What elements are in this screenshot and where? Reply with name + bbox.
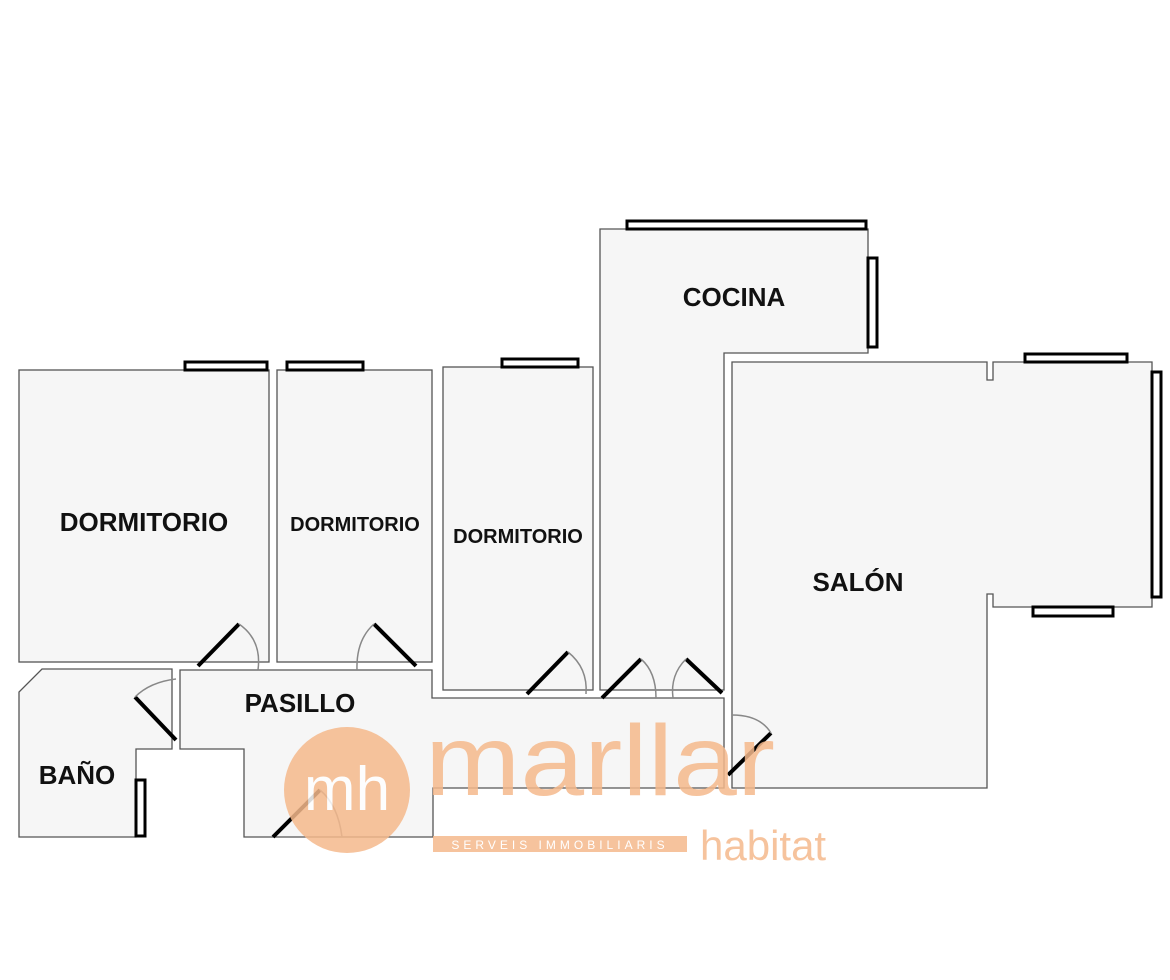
watermark-circle: [284, 727, 410, 853]
watermark-tagline: SERVEIS IMMOBILIARIS: [451, 838, 668, 852]
window: [1150, 370, 1163, 599]
label-dormitorio-2: DORMITORIO: [290, 514, 420, 536]
room-dormitorio-2: [276, 369, 433, 663]
watermark-band: [433, 836, 687, 852]
window: [625, 219, 868, 231]
watermark-sub: habitat: [700, 822, 826, 869]
window: [183, 360, 269, 372]
watermark-monogram: mh: [304, 755, 390, 824]
window: [1031, 605, 1115, 618]
room-cocina: [599, 228, 869, 691]
window: [500, 357, 580, 369]
label-dormitorio-3: DORMITORIO: [453, 526, 583, 548]
watermark-logo: mh marllar SERVEIS IMMOBILIARIS habitat: [284, 705, 826, 869]
room-dormitorio-1: [18, 369, 270, 663]
label-bano: BAÑO: [39, 760, 116, 790]
label-salon: SALÓN: [813, 567, 904, 597]
window: [866, 256, 879, 349]
label-dormitorio-1: DORMITORIO: [60, 507, 229, 537]
window: [1023, 352, 1129, 364]
label-pasillo: PASILLO: [245, 688, 356, 718]
window: [285, 360, 365, 372]
room-salon: [731, 361, 1153, 789]
door-swings: [133, 622, 773, 839]
room-bano: [18, 668, 173, 838]
window: [134, 778, 147, 838]
label-cocina: COCINA: [683, 282, 786, 312]
watermark-brand: marllar: [425, 705, 775, 817]
